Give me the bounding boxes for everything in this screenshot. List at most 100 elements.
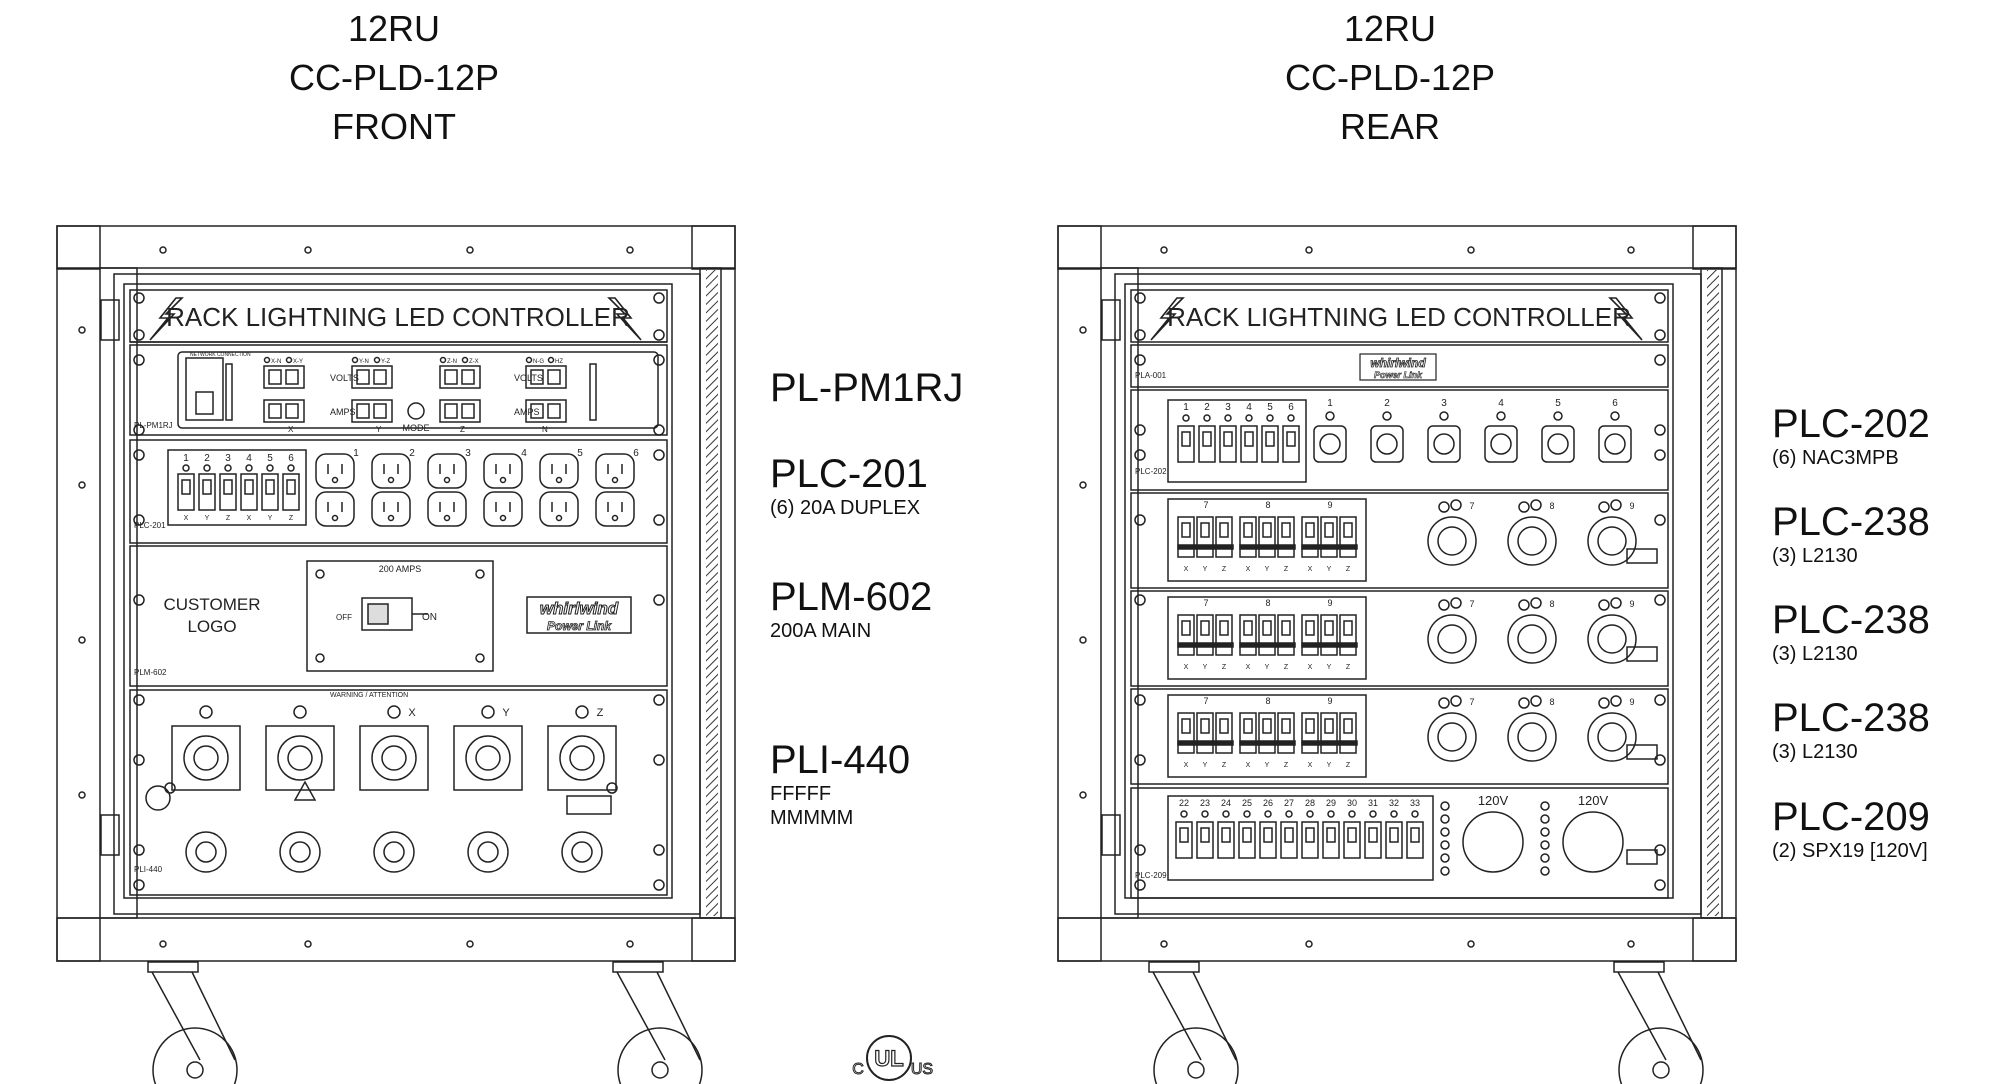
rack-screw — [1134, 594, 1146, 606]
duplex-outlet — [427, 491, 467, 527]
nac-breaker-number: 3 — [1225, 402, 1231, 413]
breaker-toggle — [1305, 620, 1315, 636]
bolt-hole — [1467, 940, 1475, 948]
nac-connector-number: 5 — [1555, 398, 1561, 409]
whirlwind-logo-frame — [1359, 353, 1437, 381]
phase-n-label: N — [542, 425, 548, 434]
plc-238-panel — [1130, 492, 1669, 589]
digit-segment — [547, 403, 561, 419]
l21-breaker-switch — [1301, 712, 1319, 754]
rack-screw — [653, 424, 665, 436]
breaker-number: 1 — [183, 453, 189, 464]
nac3mpb-connector — [1598, 425, 1632, 463]
duplex-outlet — [595, 453, 635, 489]
breaker-toggle — [1243, 620, 1253, 636]
bolt-hole — [1160, 940, 1168, 948]
rear-title-line-3: REAR — [1339, 106, 1441, 147]
breaker-toggle — [1281, 620, 1291, 636]
breaker-toggle — [1281, 522, 1291, 538]
bolt-hole — [1079, 636, 1087, 644]
breaker-switch — [177, 473, 195, 511]
indicator-led — [182, 464, 190, 472]
bolt-hole — [466, 940, 474, 948]
meter-tag-label: X-N — [271, 359, 281, 365]
label-plc-238-2: PLC-238 (3) L2130 — [1772, 598, 1930, 666]
indicator-led — [1518, 501, 1530, 513]
l21-breaker-switch — [1258, 712, 1276, 754]
l21-phase: Y — [1327, 664, 1332, 671]
label-plm-602: PLM-602 200A MAIN — [770, 575, 932, 643]
bolt-hole — [304, 940, 312, 948]
indicator-led — [1224, 414, 1232, 422]
caster-plate — [1613, 961, 1665, 973]
breaker-toggle — [244, 479, 254, 495]
caster-wheel — [1618, 1027, 1704, 1084]
l21-breaker-switch — [1258, 516, 1276, 558]
caster-hub — [1652, 1061, 1670, 1079]
l21-phase: Z — [1222, 664, 1227, 671]
digit-segment — [285, 369, 299, 385]
l21-breaker-switch — [1215, 516, 1233, 558]
spx-breaker-switch — [1259, 821, 1277, 859]
breaker-switch — [282, 473, 300, 511]
breaker-toggle — [1262, 718, 1272, 734]
bolt-hole — [1305, 940, 1313, 948]
indicator-led — [1540, 866, 1550, 876]
l21-phase: Z — [1346, 762, 1351, 769]
breaker-toggle — [1305, 718, 1315, 734]
rear-title-line-2: CC-PLD-12P — [1284, 57, 1496, 98]
l21-breaker-switch — [1196, 516, 1214, 558]
nac3mpb-connector — [1370, 425, 1404, 463]
indicator-led — [1440, 853, 1450, 863]
breaker-toggle — [1262, 522, 1272, 538]
caster-wheel — [617, 1027, 703, 1084]
label-sub: (3) L2130 — [1772, 643, 1858, 665]
indicator-led — [1243, 810, 1251, 818]
rear-title: 12RU CC-PLD-12P REAR — [1230, 4, 1550, 151]
breaker-toggle — [202, 479, 212, 495]
breaker-toggle — [1244, 431, 1254, 447]
bolt-hole — [466, 246, 474, 254]
duplex-outlet — [539, 491, 579, 527]
indicator-led — [1530, 499, 1542, 511]
digit-segment — [356, 403, 370, 419]
cam-lock-connector — [371, 735, 417, 781]
spx-breaker-number: 23 — [1200, 798, 1210, 808]
duplex-number: 2 — [409, 448, 415, 459]
digit-segment — [268, 369, 282, 385]
indicator-led — [1440, 814, 1450, 824]
l21-phase: Z — [1222, 762, 1227, 769]
breaker-toggle — [1389, 827, 1399, 843]
spx-breaker-number: 24 — [1221, 798, 1231, 808]
l21-breaker-block — [1167, 694, 1367, 778]
l21-group-number: 8 — [1265, 500, 1270, 510]
spx-breaker-switch — [1217, 821, 1235, 859]
warning-triangle-icon — [293, 780, 317, 801]
pli-440-panel — [129, 689, 668, 896]
meter-tag-label: Z-X — [469, 359, 479, 365]
volts-label: VOLTS — [330, 373, 359, 383]
indicator-led — [1598, 501, 1610, 513]
cam-tag: X — [408, 707, 416, 719]
digit-segment — [356, 369, 370, 385]
l21-phase: Z — [1346, 664, 1351, 671]
indicator-led — [1450, 695, 1462, 707]
indicator-led — [373, 356, 381, 364]
breaker-phase: Y — [205, 515, 210, 522]
cam-lock-cap — [279, 831, 321, 873]
label-plc-202: PLC-202 (6) NAC3MPB — [1772, 402, 1930, 470]
caster-wheel — [152, 1027, 238, 1084]
rack-screw — [133, 449, 145, 461]
duplex-outlet — [371, 453, 411, 489]
spx-breaker-number: 22 — [1179, 798, 1189, 808]
l21-breaker-block — [1167, 596, 1367, 680]
rack-screw — [133, 879, 145, 891]
duplex-outlet — [371, 491, 411, 527]
breaker-toggle — [1281, 718, 1291, 734]
caster-hub — [651, 1061, 669, 1079]
indicator-led — [1285, 810, 1293, 818]
breaker-toggle — [1179, 827, 1189, 843]
spx-breaker-switch — [1280, 821, 1298, 859]
whirlwind-small-logo — [1626, 849, 1658, 865]
